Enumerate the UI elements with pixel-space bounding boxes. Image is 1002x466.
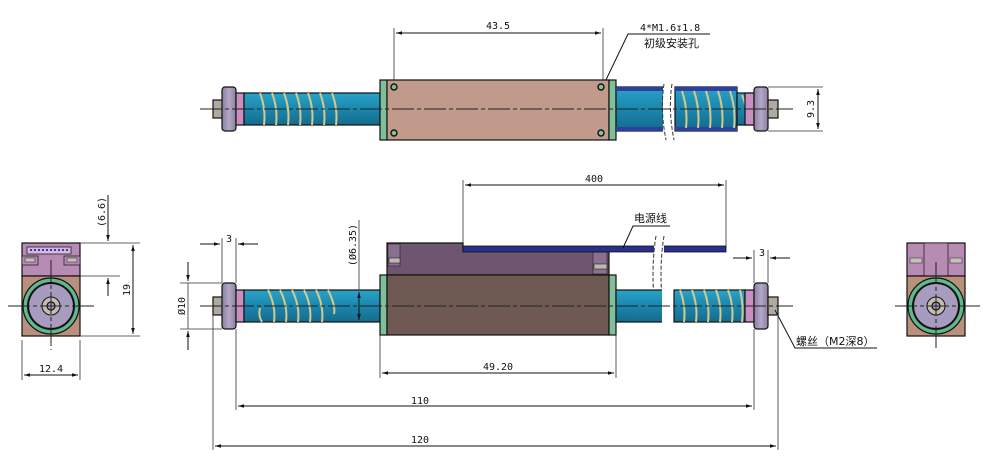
- flange-left-side: [379, 274, 388, 336]
- flange-right-side: [608, 274, 617, 336]
- dim-stroke-length: 110: [235, 329, 755, 410]
- dim-total-height-label: 19: [122, 284, 133, 296]
- dim-body-length: 49.20: [379, 335, 617, 378]
- dim-right-cap-width: 3: [733, 248, 790, 283]
- dim-hole-spacing-label: 43.5: [486, 21, 510, 32]
- tube-edge: [616, 87, 668, 91]
- side-view: 400 电源线: [176, 174, 877, 450]
- mount-hole: [597, 129, 605, 137]
- hole-callout-spec: 4*M1.6↧1.8: [640, 23, 700, 34]
- dim-end-cap-diameter: Ø10: [176, 262, 222, 350]
- hole-callout: 4*M1.6↧1.8 初级安装孔: [603, 23, 710, 85]
- dim-left-cap-width: 3: [200, 234, 258, 283]
- dim-housing-height-label: (6.6): [97, 197, 108, 227]
- body-side: [386, 274, 610, 336]
- flange-left-top: [379, 79, 388, 141]
- dim-width: 12.4: [21, 340, 81, 380]
- break-gap-top: [663, 84, 675, 136]
- dim-cable-length-label: 400: [585, 174, 603, 185]
- mount-hole: [390, 83, 398, 91]
- dim-overall-length: 120: [212, 315, 779, 450]
- left-end-view: (6.6) 19 12.4: [8, 195, 140, 380]
- mount-hole: [597, 83, 605, 91]
- screw-callout: 螺丝（M2深8）: [774, 309, 877, 349]
- tube-edge: [616, 127, 668, 131]
- top-view: 43.5 4*M1.6↧1.8 初级安装孔: [200, 21, 823, 141]
- flange-right-top: [608, 79, 617, 141]
- dim-height-top: 9.3: [768, 86, 823, 132]
- dim-cable-length: 400: [462, 174, 727, 248]
- body-top: [386, 79, 610, 141]
- power-cable: [462, 245, 727, 253]
- dim-rod-diameter: (Ø6.35): [347, 220, 361, 320]
- dim-height-top-label: 9.3: [806, 100, 817, 118]
- dim-right-cap-width-label: 3: [759, 248, 765, 259]
- hole-callout-label: 初级安装孔: [644, 36, 699, 50]
- dim-stroke-length-label: 110: [411, 396, 429, 407]
- dim-housing-height: (6.6): [80, 195, 140, 296]
- dim-rod-diameter-label: (Ø6.35): [347, 224, 359, 266]
- mount-hole: [390, 129, 398, 137]
- dim-width-label: 12.4: [39, 364, 63, 375]
- cable-label: 电源线: [634, 211, 667, 225]
- dim-overall-length-label: 120: [411, 435, 429, 446]
- dim-hole-spacing: 43.5: [393, 21, 604, 84]
- right-end-view: [895, 242, 980, 350]
- cable-callout: 电源线: [622, 211, 670, 249]
- screw-label: 螺丝（M2深8）: [796, 335, 875, 348]
- dim-total-height: 19: [80, 245, 140, 337]
- dim-left-cap-width-label: 3: [226, 234, 232, 245]
- dim-end-cap-diameter-label: Ø10: [176, 297, 188, 315]
- dim-body-length-label: 49.20: [483, 362, 513, 373]
